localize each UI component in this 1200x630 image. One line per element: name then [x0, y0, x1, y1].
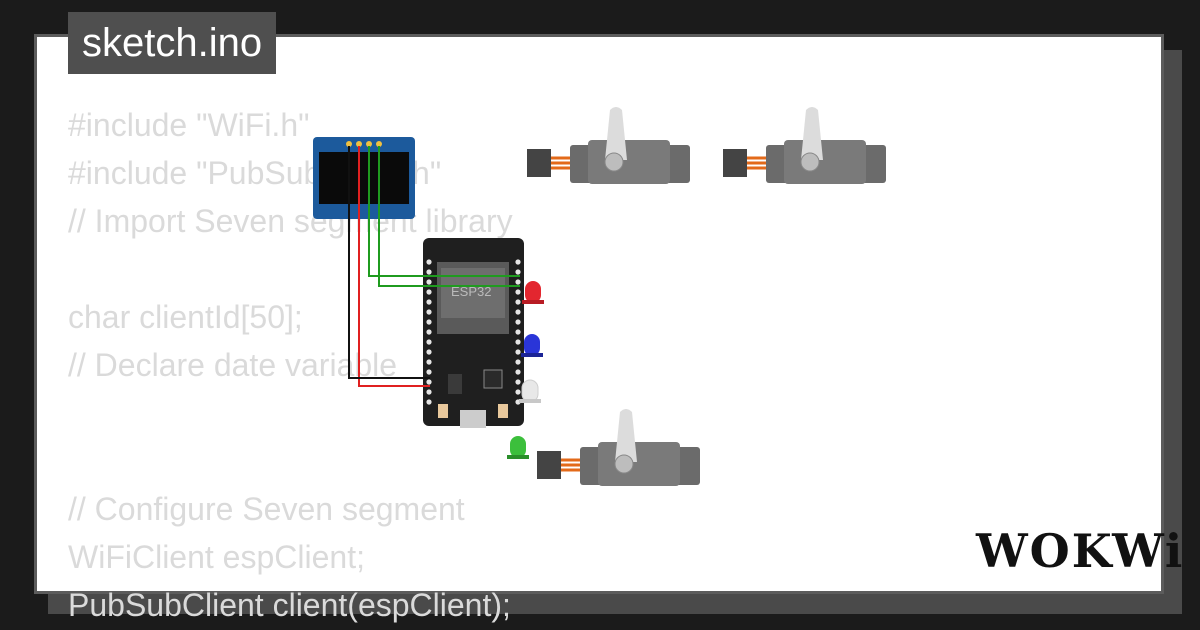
servo-connector	[723, 149, 747, 177]
header-pin	[515, 279, 521, 285]
servo-horn	[801, 107, 823, 160]
servo-shaft	[614, 454, 634, 474]
servo-shaft	[604, 152, 624, 172]
led-red-base	[522, 300, 544, 304]
led-green-base	[507, 455, 529, 459]
header-pin	[515, 339, 521, 345]
header-pin	[515, 289, 521, 295]
oled-pin	[346, 141, 352, 147]
led-red-body	[525, 281, 541, 303]
servo-housing	[588, 140, 670, 184]
esp32-pins-right	[515, 259, 521, 405]
led-blue[interactable]	[521, 334, 543, 357]
oled-screen	[319, 152, 409, 204]
oled-display[interactable]	[313, 137, 415, 219]
preview-card	[34, 34, 1164, 594]
header-pin	[426, 349, 432, 355]
led-green-body	[510, 436, 526, 458]
header-pin	[515, 369, 521, 375]
wokwi-logo: WOKWi	[976, 524, 1185, 578]
led-white-body	[521, 379, 539, 403]
code-line: // Configure Seven segment	[68, 491, 465, 527]
header-pin	[515, 259, 521, 265]
code-line: char clientId[50];	[68, 299, 303, 335]
servo-1[interactable]	[527, 107, 690, 184]
header-pin	[515, 389, 521, 395]
led-red[interactable]	[522, 281, 544, 304]
led-blue-base	[521, 353, 543, 357]
oled-pin	[376, 141, 382, 147]
header-pin	[426, 289, 432, 295]
header-pin	[426, 279, 432, 285]
header-pin	[515, 329, 521, 335]
servo-housing	[598, 442, 680, 486]
header-pin	[426, 329, 432, 335]
oled-pin	[366, 141, 372, 147]
code-line: WiFiClient espClient;	[68, 539, 365, 575]
header-pin	[426, 389, 432, 395]
header-pin	[426, 309, 432, 315]
wire-vcc	[358, 146, 430, 387]
header-pin	[515, 379, 521, 385]
header-pin	[426, 319, 432, 325]
servo-shaft	[800, 152, 820, 172]
reset-button[interactable]	[498, 404, 508, 418]
usb-chip	[483, 369, 503, 389]
wires	[348, 146, 520, 387]
servo-2[interactable]	[723, 107, 886, 184]
header-pin	[515, 349, 521, 355]
header-pin	[426, 359, 432, 365]
servo-connector	[527, 149, 551, 177]
header-pin	[515, 319, 521, 325]
servo-connector	[537, 451, 561, 479]
servo-horn	[605, 107, 627, 160]
oled-pin	[356, 141, 362, 147]
code-line: #include "WiFi.h"	[68, 107, 310, 143]
code-line: PubSubClient client(espClient);	[68, 587, 511, 623]
servo-horn	[615, 409, 637, 462]
sketch-title-tab[interactable]: sketch.ino	[68, 12, 277, 74]
header-pin	[515, 299, 521, 305]
code-line: // Import Seven segment library	[68, 203, 513, 239]
header-pin	[515, 359, 521, 365]
boot-button[interactable]	[438, 404, 448, 418]
header-pin	[426, 259, 432, 265]
servo-housing	[784, 140, 866, 184]
esp32-pins-left	[426, 259, 432, 405]
header-pin	[426, 339, 432, 345]
header-pin	[426, 399, 432, 405]
led-white[interactable]	[519, 379, 541, 403]
regulator	[448, 374, 462, 394]
header-pin	[515, 309, 521, 315]
led-green[interactable]	[507, 436, 529, 459]
servo-3[interactable]	[537, 409, 700, 486]
esp32-label: ESP32	[451, 284, 491, 299]
wire-scl	[368, 146, 520, 277]
wire-sda	[378, 146, 520, 287]
sketch-title: sketch.ino	[82, 21, 263, 65]
header-pin	[426, 269, 432, 275]
led-white-base	[519, 399, 541, 403]
led-blue-body	[524, 334, 540, 356]
header-pin	[426, 379, 432, 385]
esp32-board[interactable]: ESP32	[423, 238, 524, 428]
usb-port	[460, 410, 486, 428]
header-pin	[515, 269, 521, 275]
header-pin	[426, 369, 432, 375]
header-pin	[426, 299, 432, 305]
wire-gnd	[348, 146, 430, 379]
